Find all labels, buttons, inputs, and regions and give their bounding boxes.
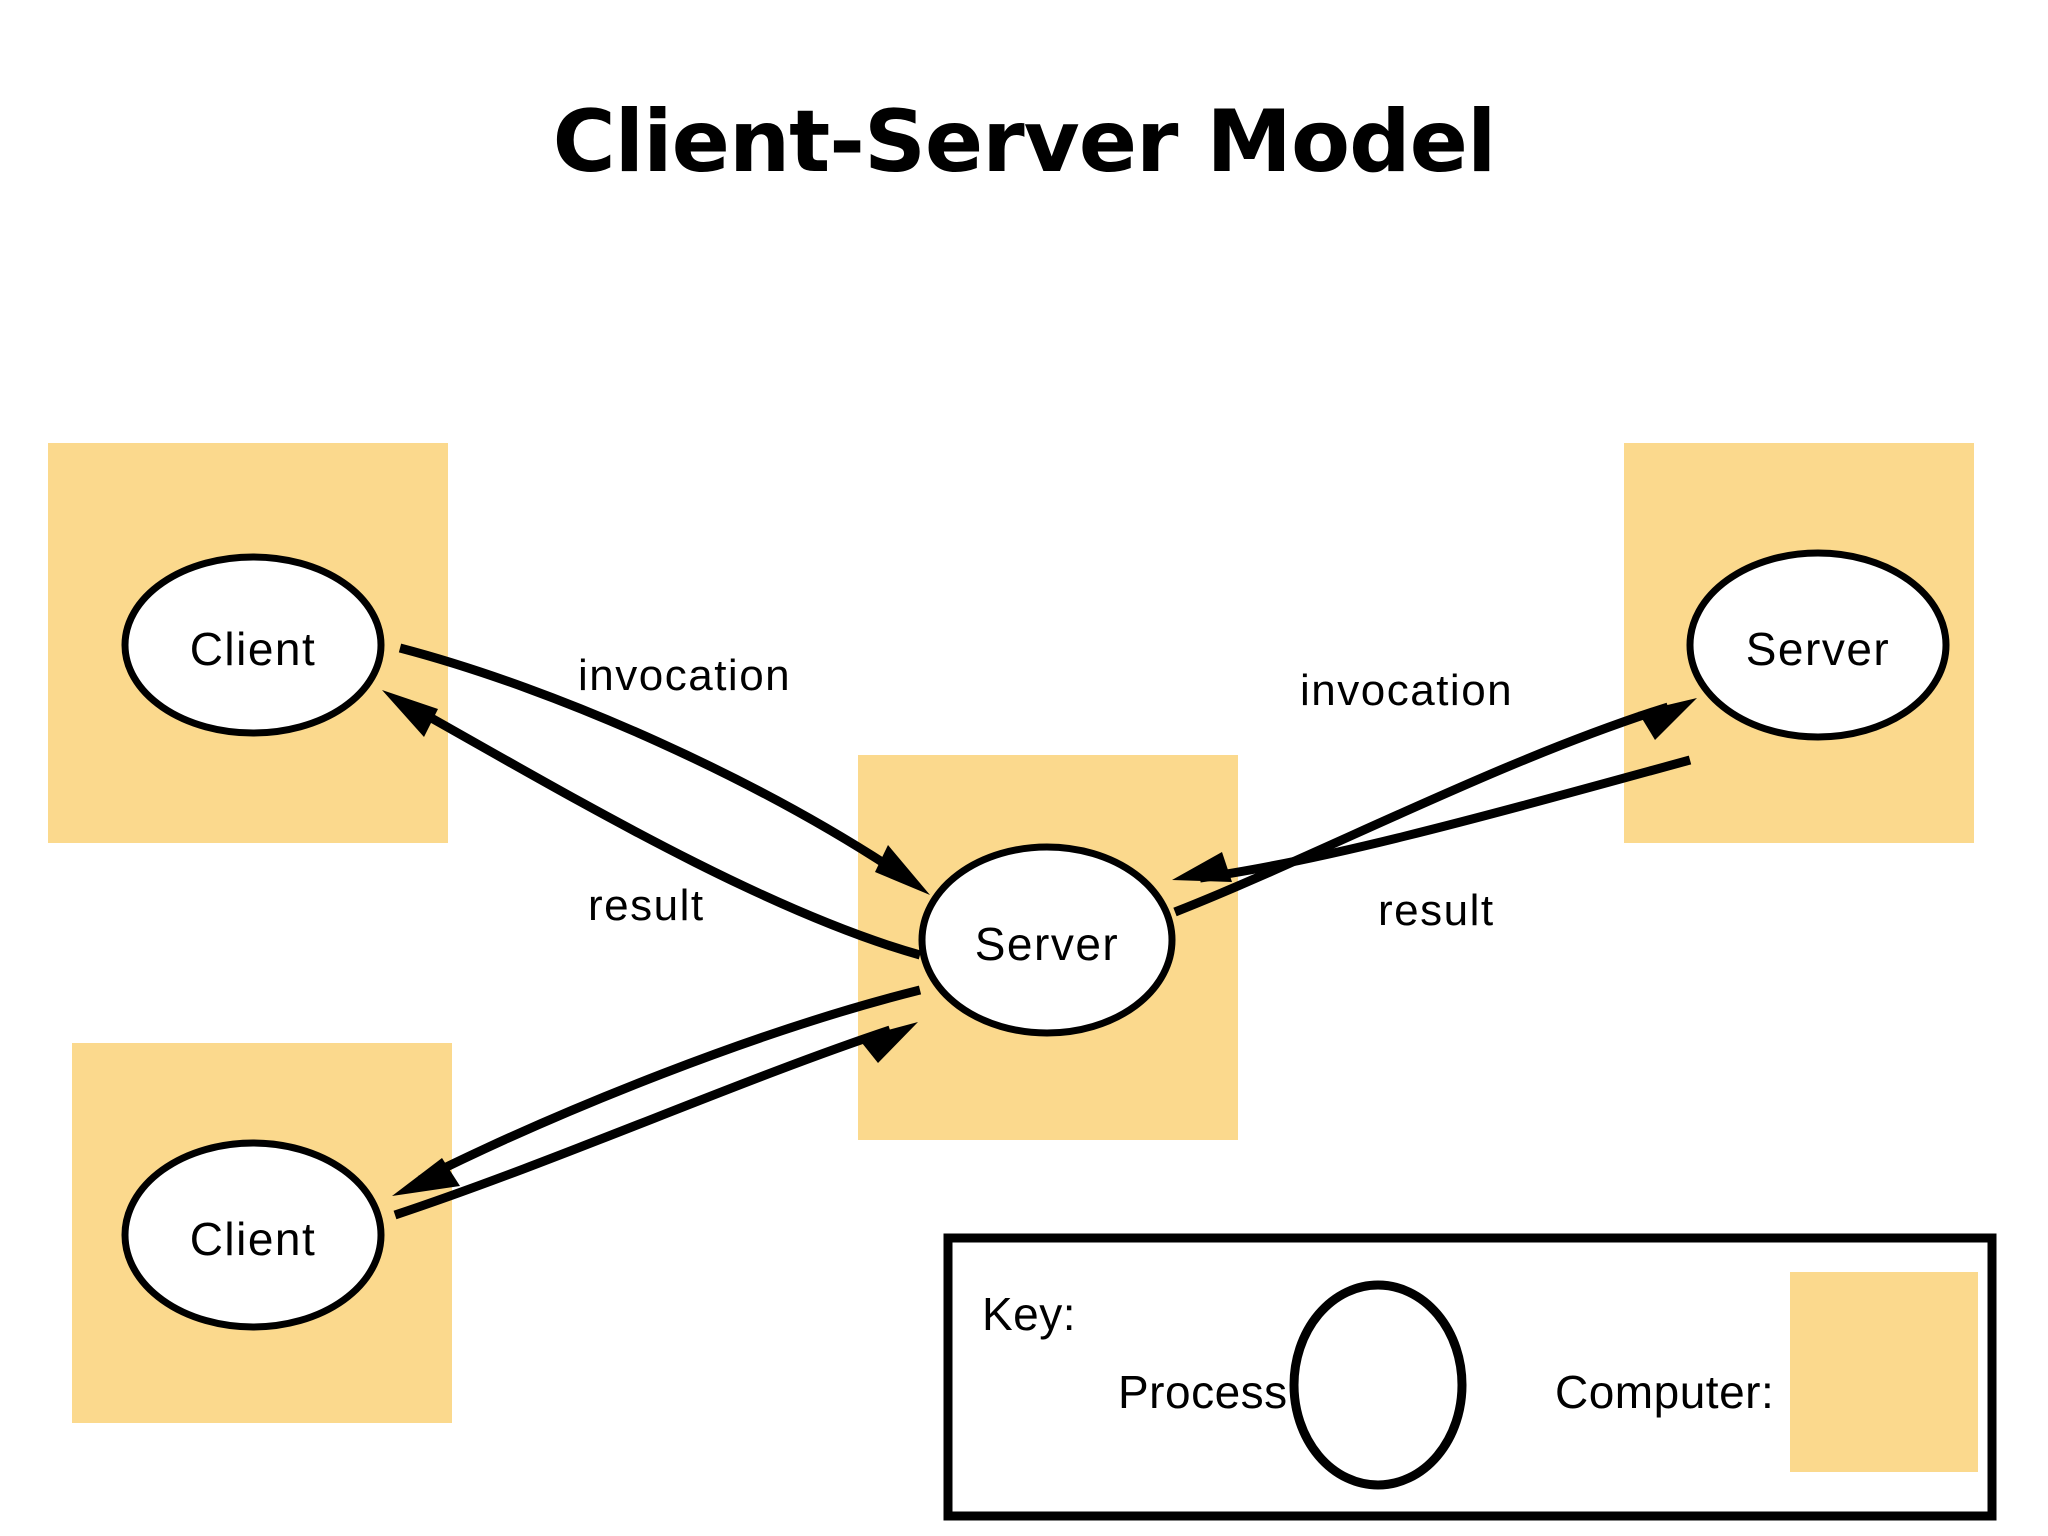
arrowhead-icon <box>382 690 438 737</box>
node-label-server-right: Server <box>1746 623 1890 675</box>
arrowhead-icon <box>858 1022 918 1063</box>
node-label-client-top: Client <box>190 623 317 675</box>
arrowhead-icon <box>875 845 930 895</box>
node-client-top[interactable]: Client <box>121 553 385 737</box>
edge-label-invocation-left: invocation <box>578 651 791 700</box>
edge-client-top-invocation: invocation <box>398 643 930 895</box>
edge-label-result-right: result <box>1378 886 1495 935</box>
key-title: Key: <box>982 1288 1076 1340</box>
node-client-bottom[interactable]: Client <box>121 1139 385 1331</box>
node-label-client-bottom: Client <box>190 1213 317 1265</box>
process-ellipse <box>121 1139 385 1331</box>
process-ellipse <box>918 843 1176 1037</box>
key-legend: Key: Process: Computer: <box>943 1233 1997 1521</box>
arrowhead-icon <box>392 1158 460 1196</box>
edge-server-right-invocation: invocation <box>1173 666 1697 917</box>
edge-client-bottom-invocation <box>393 1022 918 1220</box>
key-process-swatch <box>1289 1280 1467 1490</box>
process-ellipse <box>121 553 385 737</box>
node-label-server-center: Server <box>975 918 1119 970</box>
edge-line <box>393 1025 892 1220</box>
edge-line <box>417 985 922 1185</box>
edge-line <box>398 643 908 881</box>
edge-client-bottom-result <box>392 985 922 1196</box>
edge-line <box>407 702 922 960</box>
node-server-right[interactable]: Server <box>1686 549 1950 741</box>
edge-server-right-result: result <box>1172 755 1692 935</box>
edge-line <box>1199 755 1692 883</box>
arrowhead-icon <box>1638 698 1697 740</box>
edge-label-invocation-right: invocation <box>1300 666 1513 715</box>
node-server-center[interactable]: Server <box>918 843 1176 1037</box>
arrowhead-icon <box>1172 852 1232 882</box>
edge-line <box>1173 702 1670 917</box>
process-ellipse <box>1686 549 1950 741</box>
key-computer-swatch <box>1790 1272 1978 1472</box>
edge-client-top-result: result <box>382 690 922 960</box>
page-title: Client-Server Model <box>552 92 1497 192</box>
key-computer-label: Computer: <box>1555 1366 1774 1418</box>
key-process-label: Process: <box>1118 1366 1301 1418</box>
edge-label-result-left: result <box>588 881 705 930</box>
